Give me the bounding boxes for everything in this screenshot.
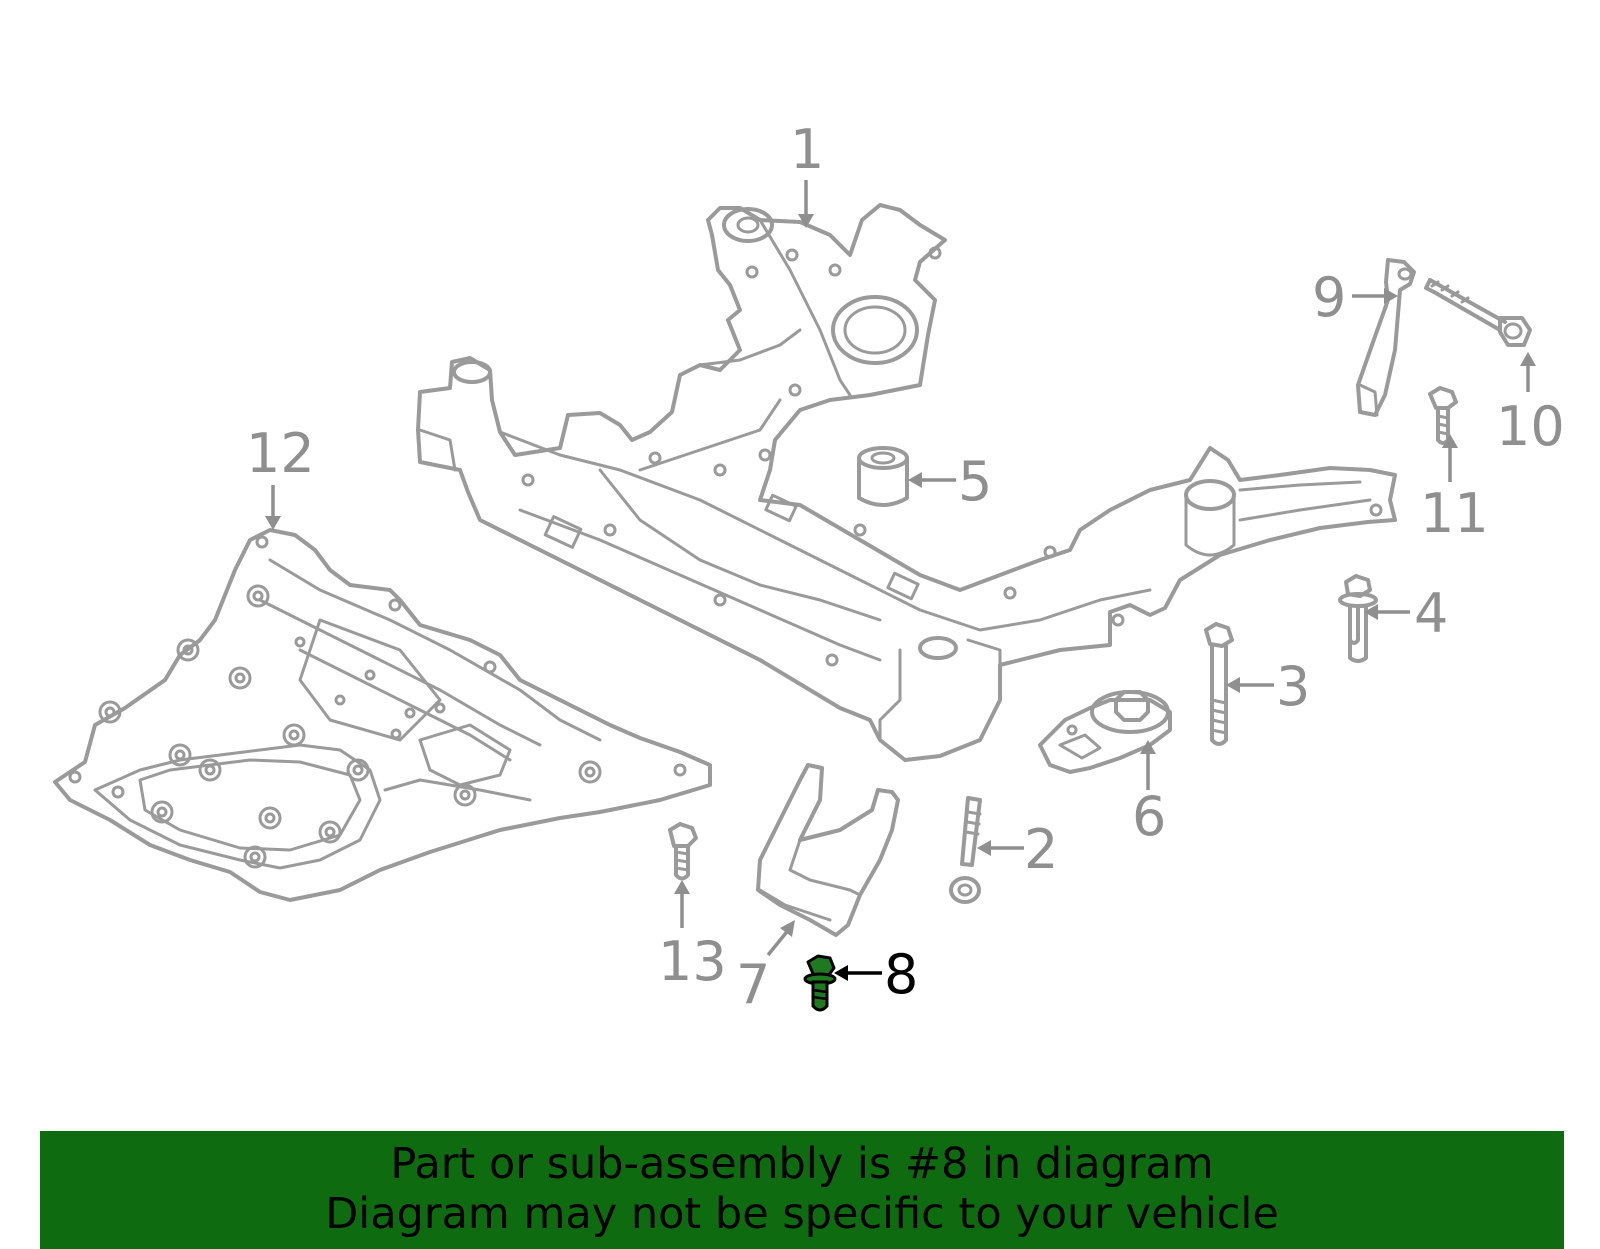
part-info-banner: Part or sub-assembly is #8 in diagram Di… — [40, 1131, 1564, 1249]
callout-6: 6 — [1132, 785, 1166, 848]
part-6-mount — [1038, 690, 1172, 774]
part-4-bolt — [1338, 574, 1378, 663]
callout-10: 10 — [1496, 395, 1565, 458]
part-2-bolt — [949, 796, 982, 904]
callout-2: 2 — [1024, 818, 1058, 881]
part-5-bushing — [857, 446, 909, 507]
part-8-bolt-highlighted — [803, 954, 837, 1012]
callout-3: 3 — [1276, 655, 1310, 718]
part-7-bracket — [756, 763, 900, 937]
part-13-bolt — [668, 822, 698, 881]
callout-8: 8 — [884, 943, 918, 1006]
callout-4: 4 — [1414, 582, 1448, 645]
callout-13: 13 — [658, 930, 727, 993]
callout-1: 1 — [790, 118, 824, 181]
callout-12: 12 — [246, 422, 315, 485]
callout-11: 11 — [1420, 482, 1489, 545]
part-1-subframe — [416, 203, 1397, 762]
part-12-shield — [53, 528, 712, 902]
callout-7: 7 — [736, 953, 770, 1016]
callout-5: 5 — [958, 450, 992, 513]
callout-9: 9 — [1312, 266, 1346, 329]
leader-lines — [265, 180, 1536, 981]
part-9-link — [1356, 258, 1416, 417]
part-3-bolt — [1204, 622, 1234, 746]
callout-labels: 1 2 3 4 5 6 7 8 9 10 11 12 13 — [246, 118, 1565, 1016]
part-10-bolt — [1424, 278, 1532, 347]
banner-line-part: Part or sub-assembly is #8 in diagram — [390, 1139, 1214, 1189]
part-11-bolt — [1428, 386, 1458, 445]
banner-line-disclaimer: Diagram may not be specific to your vehi… — [325, 1189, 1279, 1239]
